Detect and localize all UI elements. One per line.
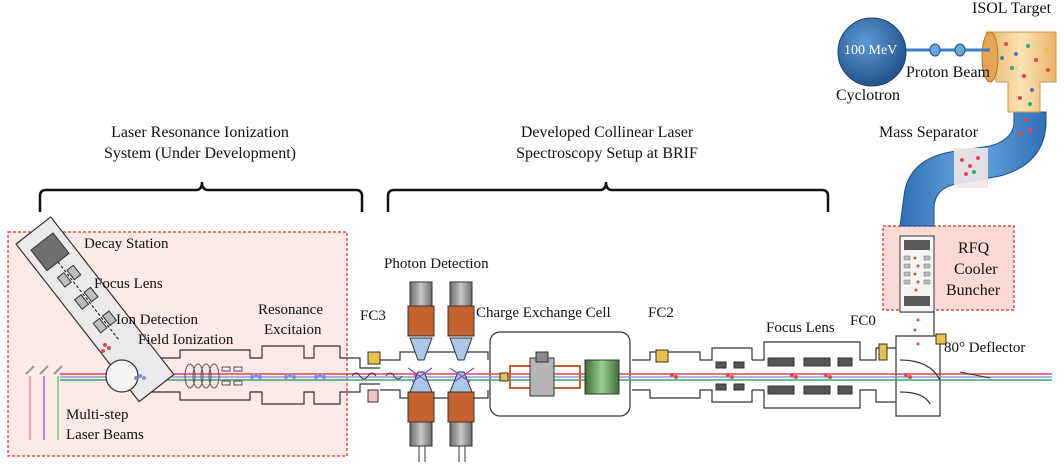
fc0-label: FC0: [850, 313, 876, 329]
ion-detection-label: Ion Detection: [116, 312, 199, 328]
rfq-internals: [899, 235, 935, 346]
laser-beams: [25, 365, 63, 440]
charge-exchange-internals: [499, 351, 620, 397]
fc2-cup: [655, 349, 669, 363]
mass-separator: [899, 111, 1047, 227]
clss-brace: [386, 181, 830, 212]
proton-beam-label: Proton Beam: [906, 64, 990, 81]
excitation-label: Excitaion: [264, 322, 322, 338]
field-ionization-rings: [184, 363, 243, 389]
cyclotron: [837, 17, 907, 87]
fc3-cup: [351, 351, 403, 403]
rfq-line2-label: Cooler: [954, 261, 998, 278]
rfq-line3-label: Buncher: [946, 282, 1001, 299]
lris-brace: [38, 181, 364, 212]
focus-lens-left-label: Focus Lens: [94, 276, 163, 292]
cyclotron-energy-label: 100 MeV: [844, 43, 898, 58]
cyclotron-label: Cyclotron: [836, 87, 900, 104]
clss-title-line1: Developed Collinear Laser: [520, 124, 694, 141]
proton-beam: [906, 43, 990, 57]
isol-target: [981, 31, 1057, 113]
focus-lens-plates: [715, 357, 853, 395]
fc0-cup: [878, 343, 888, 361]
deflector: [899, 333, 991, 405]
lris-title-line1: Laser Resonance Ionization: [111, 124, 289, 141]
charge-exchange-cell-label: Charge Exchange Cell: [476, 305, 611, 321]
photon-detection-label: Photon Detection: [384, 256, 489, 272]
lris-title-line2: System (Under Development): [104, 145, 296, 162]
decay-station-label: Decay Station: [84, 236, 169, 252]
field-ionization-label: Field Ionization: [138, 332, 234, 348]
photon-detectors: [407, 281, 475, 462]
ion-detector: [105, 359, 139, 393]
deflector-label: 80° Deflector: [944, 340, 1026, 356]
focus-lens-right-label: Focus Lens: [766, 320, 835, 336]
laser-beams-line2-label: Laser Beams: [66, 427, 144, 443]
laser-beams-line1-label: Multi-step: [66, 407, 129, 423]
rfq-line1-label: RFQ: [958, 240, 990, 257]
decay-station-arm: [15, 216, 175, 403]
fc2-label: FC2: [648, 305, 674, 321]
resonance-label: Resonance: [258, 302, 323, 318]
fc3-label: FC3: [360, 308, 386, 324]
mass-separator-label: Mass Separator: [879, 124, 979, 141]
isol-target-label: ISOL Target: [972, 0, 1052, 17]
clss-title-line2: Spectroscopy Setup at BRIF: [516, 145, 698, 162]
